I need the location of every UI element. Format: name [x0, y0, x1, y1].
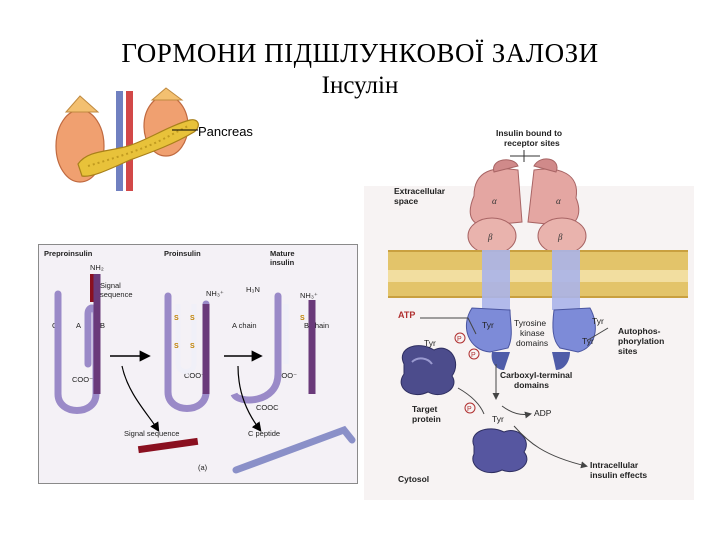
- cytosol-label: Cytosol: [398, 474, 429, 484]
- slide-title: ГОРМОНИ ПІДШЛУНКОВОЇ ЗАЛОЗИ: [121, 38, 599, 68]
- extracellular-label-2: space: [394, 196, 418, 206]
- insulin-bound-label-1: Insulin bound to: [496, 128, 562, 138]
- insulin-processing-diagram: Preproinsulin Proinsulin Mature insulin …: [38, 244, 358, 484]
- h3n-label: H₃N: [246, 285, 260, 294]
- tyr-label-4: Tyr: [424, 338, 436, 348]
- tyr-label-5: Tyr: [492, 414, 504, 424]
- alpha-label-2: α: [556, 196, 561, 206]
- chain-b-label: B: [100, 321, 105, 330]
- coo-label-4: COOC: [256, 403, 279, 412]
- coo-label-1: COO⁻: [72, 375, 93, 384]
- col-preproinsulin: Preproinsulin: [44, 249, 93, 258]
- chain-a-label: A: [76, 321, 81, 330]
- col-mature-2: insulin: [270, 258, 295, 267]
- signal-seq-label-1: Signal: [100, 281, 121, 290]
- atp-label: ATP: [398, 310, 415, 320]
- insulin-bound-label-2: receptor sites: [504, 138, 560, 148]
- beta-label-1: β: [487, 232, 493, 242]
- signal-sequence-label: Signal sequence: [124, 429, 179, 438]
- signal-seq-label-2: sequence: [100, 290, 133, 299]
- slide-subtitle: Інсулін: [321, 72, 399, 99]
- intracellular-label-1: Intracellular: [590, 460, 639, 470]
- c-peptide-label: C peptide: [248, 429, 280, 438]
- target-label-2: protein: [412, 414, 441, 424]
- p-circle-3: P: [467, 406, 472, 413]
- carboxyl-label-2: domains: [514, 380, 549, 390]
- s-bond-6: S: [300, 315, 305, 322]
- pancreas-label: Pancreas: [198, 124, 253, 139]
- intracellular-label-2: insulin effects: [590, 470, 647, 480]
- autophos-label-1: Autophos-: [618, 326, 661, 336]
- tyr-label-3: Tyr: [582, 336, 594, 346]
- p-circle-1: P: [457, 336, 462, 343]
- col-mature-1: Mature: [270, 249, 295, 258]
- beta-label-2: β: [557, 232, 563, 242]
- tyr-label-2: Tyr: [592, 316, 604, 326]
- extracellular-label-1: Extracellular: [394, 186, 446, 196]
- tyrosine-label-1: Tyrosine: [514, 318, 546, 328]
- autophos-label-2: phorylation: [618, 336, 664, 346]
- s-bond-1: S: [174, 315, 179, 322]
- b-chain-label: B chain: [304, 321, 329, 330]
- nh3-label-mature: NH₃⁺: [300, 291, 318, 300]
- tyrosine-label-3: domains: [516, 338, 548, 348]
- s-bond-3: S: [174, 343, 179, 350]
- alpha-label-1: α: [492, 196, 497, 206]
- insulin-receptor-diagram: Insulin bound to receptor sites Extracel…: [364, 128, 694, 500]
- tyr-label-1: Tyr: [482, 320, 494, 330]
- carboxyl-label-1: Carboxyl-terminal: [500, 370, 572, 380]
- s-bond-2: S: [190, 315, 195, 322]
- coo-label-3: COO⁻: [276, 371, 297, 380]
- adp-label: ADP: [534, 408, 552, 418]
- nh3-label-proinsulin: NH₃⁺: [206, 289, 224, 298]
- tyrosine-label-2: kinase: [520, 328, 545, 338]
- p-circle-2: P: [471, 352, 476, 359]
- autophos-label-3: sites: [618, 346, 638, 356]
- nh2-label: NH₂: [90, 263, 104, 272]
- a-chain-label: A chain: [232, 321, 257, 330]
- target-label-1: Target: [412, 404, 438, 414]
- coo-label-2: COO⁻: [184, 371, 205, 380]
- s-bond-4: S: [190, 343, 195, 350]
- pancreas-illustration: Pancreas: [48, 86, 263, 191]
- col-proinsulin: Proinsulin: [164, 249, 201, 258]
- panel-label: (a): [198, 463, 208, 472]
